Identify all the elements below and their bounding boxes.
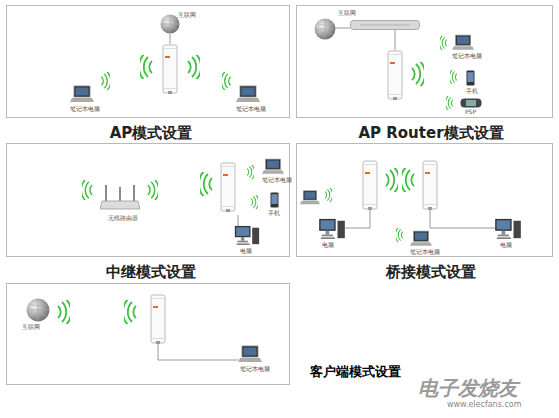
- device-label: PSP: [465, 109, 476, 115]
- device-label: 笔记本电脑: [410, 249, 440, 255]
- watermark: 电子发烧友: [418, 378, 518, 398]
- device-label: 手机: [466, 88, 478, 94]
- mode-title: 客户端模式设置: [310, 363, 401, 381]
- mode-title: 桥接模式设置: [386, 263, 476, 282]
- device-label: 笔记本电脑: [236, 106, 266, 112]
- device-label: 互联网: [338, 10, 356, 16]
- mode-title: AP Router模式设置: [358, 124, 503, 143]
- device-label: 手机: [268, 210, 280, 216]
- device-label: 电脑: [322, 242, 334, 248]
- device-label: 电脑: [500, 242, 512, 248]
- device-label: 互联网: [178, 12, 196, 18]
- device-label: 笔记本电脑: [240, 366, 270, 372]
- mode-title: 中继模式设置: [106, 263, 196, 282]
- device-label: 互联网: [22, 324, 40, 330]
- device-label: 笔记本电脑: [262, 177, 292, 183]
- mode-title: AP模式设置: [110, 124, 193, 143]
- device-label: 笔记本电脑: [452, 53, 482, 59]
- device-label: 电脑: [240, 248, 252, 254]
- mode-panel: AP Router模式设置: [296, 5, 553, 118]
- watermark-url: www.elecfans.com: [447, 401, 522, 409]
- mode-panel: 中继模式设置: [6, 143, 290, 257]
- mode-panel: 桥接模式设置: [296, 143, 553, 257]
- mode-panel: AP模式设置: [6, 5, 290, 118]
- device-label: 笔记本电脑: [70, 106, 100, 112]
- device-label: 无线路由器: [108, 215, 138, 221]
